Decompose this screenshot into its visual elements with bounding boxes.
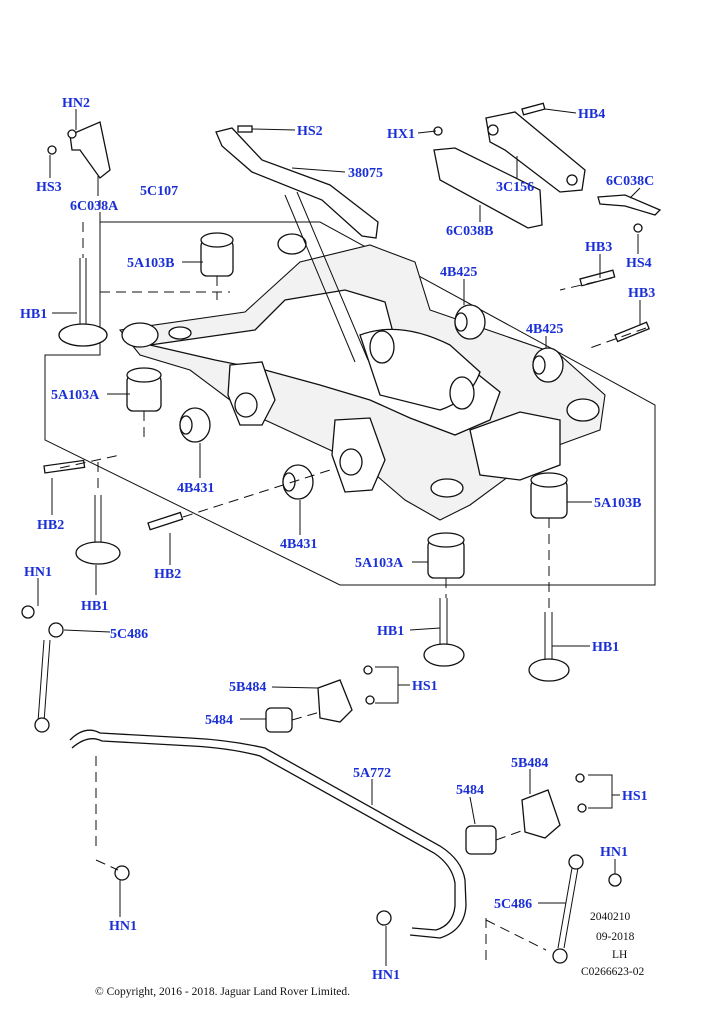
brace-38075 bbox=[215, 127, 379, 239]
bush-5a103a-left bbox=[126, 367, 162, 412]
nut-hn1-b bbox=[376, 910, 392, 926]
bush-4b425-b bbox=[532, 347, 564, 383]
callout-5a103a-left: 5A103A bbox=[51, 388, 100, 403]
callout-hb2-b: HB2 bbox=[154, 567, 181, 582]
leader-lines bbox=[37, 108, 641, 966]
bolt-hs2 bbox=[237, 125, 253, 133]
screw-hs1-b1 bbox=[575, 773, 585, 783]
callout-hn1-b: HN1 bbox=[600, 845, 628, 860]
bush-4b431-b bbox=[282, 464, 314, 500]
bolt-hb3-a bbox=[579, 269, 616, 287]
bush-5a103a-bottom bbox=[427, 532, 465, 579]
bolt-hb1-right bbox=[528, 612, 570, 682]
callout-6c038b: 6C038B bbox=[446, 224, 493, 239]
callout-hn1-d: HN1 bbox=[372, 968, 400, 983]
shield-6c038b bbox=[433, 147, 543, 229]
bolt-hb2-b bbox=[147, 511, 184, 531]
callout-38075: 38075 bbox=[348, 166, 383, 181]
callout-hb1-mid-left: HB1 bbox=[81, 599, 108, 614]
callout-5484-b: 5484 bbox=[456, 783, 484, 798]
bush-5484-a bbox=[265, 707, 293, 733]
meta-side: LH bbox=[612, 949, 627, 961]
callout-hb3-b: HB3 bbox=[628, 286, 655, 301]
clamp-5b484-b bbox=[521, 789, 561, 839]
nut-hn1-a bbox=[114, 865, 130, 881]
bracket-3c156 bbox=[485, 111, 586, 193]
callout-5b484-a: 5B484 bbox=[229, 680, 266, 695]
callout-hs1-b: HS1 bbox=[622, 789, 648, 804]
meta-date: 09-2018 bbox=[596, 931, 635, 943]
stabilizer-bar-5a772 bbox=[69, 729, 467, 939]
callout-6c038c: 6C038C bbox=[606, 174, 654, 189]
callout-labels: HN2 HS3 6C038A HS2 38075 HX1 HB4 3C156 6… bbox=[20, 96, 655, 983]
callout-4b425-a: 4B425 bbox=[440, 265, 477, 280]
callout-5a103b-top: 5A103B bbox=[127, 256, 174, 271]
callout-hs2: HS2 bbox=[297, 124, 323, 139]
meta-code: 2040210 bbox=[590, 911, 631, 923]
screw-hs1-a2 bbox=[365, 695, 375, 705]
bolt-hb4 bbox=[521, 102, 546, 116]
clip-6c038c bbox=[597, 194, 662, 216]
stabilizer-link-5c486-left bbox=[21, 605, 64, 733]
bolt-hb1-left bbox=[58, 258, 108, 347]
clamp-5b484-a bbox=[317, 679, 353, 723]
callout-5c486-b: 5C486 bbox=[494, 897, 532, 912]
callout-5484-a: 5484 bbox=[205, 713, 233, 728]
shield-6c038a bbox=[69, 121, 111, 179]
bush-4b431-a bbox=[179, 407, 211, 443]
callout-hb1-left: HB1 bbox=[20, 307, 47, 322]
callout-4b431-a: 4B431 bbox=[177, 481, 214, 496]
bush-5484-b bbox=[465, 825, 497, 855]
callout-hn1-c: HN1 bbox=[109, 919, 137, 934]
diagram-meta: 2040210 09-2018 LH C0266623-02 bbox=[581, 911, 645, 978]
callout-hn1-a: HN1 bbox=[24, 565, 52, 580]
callout-hb3-a: HB3 bbox=[585, 240, 612, 255]
callout-hx1: HX1 bbox=[387, 127, 415, 142]
callout-4b425-b: 4B425 bbox=[526, 322, 563, 337]
callout-hb1-center: HB1 bbox=[377, 624, 404, 639]
screw-hs3 bbox=[47, 145, 57, 155]
callout-hs3: HS3 bbox=[36, 180, 62, 195]
nut-hn2 bbox=[67, 129, 77, 139]
callout-hn2: HN2 bbox=[62, 96, 90, 111]
rear-subframe bbox=[118, 233, 606, 521]
callout-3c156: 3C156 bbox=[496, 180, 534, 195]
screw-hs1-b2 bbox=[577, 803, 587, 813]
callout-5b484-b: 5B484 bbox=[511, 756, 548, 771]
bolt-hb1-mid-left bbox=[75, 495, 121, 565]
callout-hs1-a: HS1 bbox=[412, 679, 438, 694]
callout-6c038a: 6C038A bbox=[70, 199, 119, 214]
callout-hb1-right: HB1 bbox=[592, 640, 619, 655]
copyright-notice: © Copyright, 2016 - 2018. Jaguar Land Ro… bbox=[95, 986, 350, 998]
bolt-hb3-b bbox=[614, 321, 650, 343]
callout-5c486-a: 5C486 bbox=[110, 627, 148, 642]
callout-hb4: HB4 bbox=[578, 107, 605, 122]
callout-hb2-a: HB2 bbox=[37, 518, 64, 533]
meta-ref: C0266623-02 bbox=[581, 966, 645, 978]
dashed-assembly-lines bbox=[59, 222, 647, 960]
screw-hs4 bbox=[633, 223, 643, 233]
callout-5a103b-right: 5A103B bbox=[594, 496, 641, 511]
callout-5a772: 5A772 bbox=[353, 766, 391, 781]
callout-5c107: 5C107 bbox=[140, 184, 178, 199]
bush-5a103b-right bbox=[530, 472, 568, 519]
screw-hs1-a1 bbox=[363, 665, 373, 675]
assembly-outline bbox=[44, 200, 656, 586]
bolt-hb1-center bbox=[423, 598, 465, 667]
callout-hs4: HS4 bbox=[626, 256, 652, 271]
callout-4b431-b: 4B431 bbox=[280, 537, 317, 552]
bush-5a103b-top bbox=[200, 232, 234, 277]
callout-5a103a-bottom: 5A103A bbox=[355, 556, 404, 571]
stabilizer-link-5c486-right bbox=[552, 854, 622, 964]
bush-4b425-a bbox=[454, 304, 486, 340]
